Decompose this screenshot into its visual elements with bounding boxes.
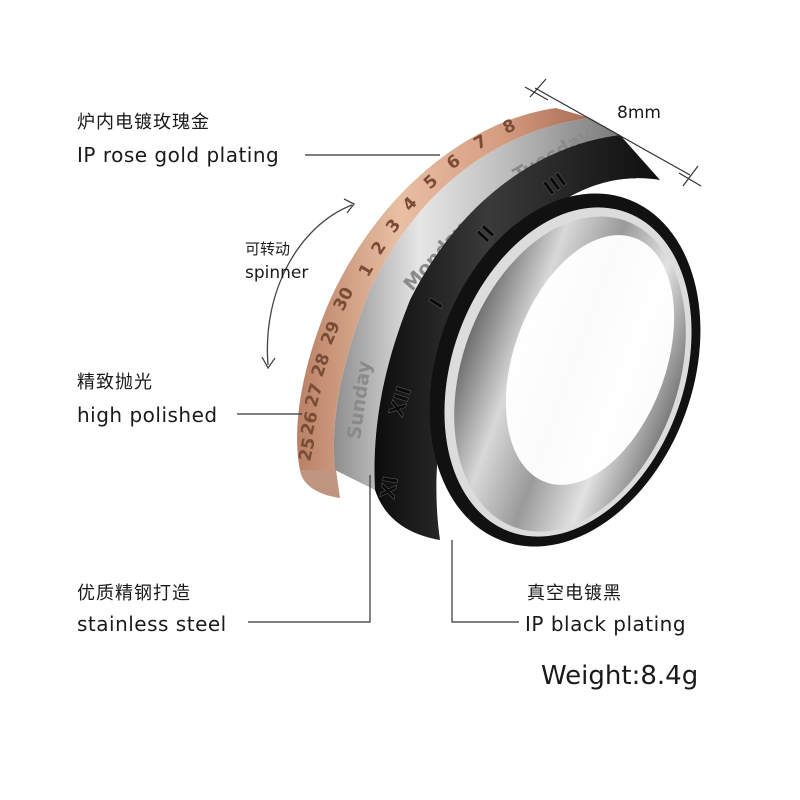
polished-label-en: high polished: [77, 403, 218, 427]
ring-opening: [429, 193, 701, 547]
steel-label-en: stainless steel: [77, 612, 227, 636]
spinner-label-en: spinner: [245, 263, 309, 283]
steel-label-cn: 优质精钢打造: [77, 583, 191, 604]
spinner-arrow: [261, 198, 355, 370]
roman-numeral: XI: [375, 474, 403, 501]
rose-gold-label-en: IP rose gold plating: [77, 143, 280, 167]
polished-label-cn: 精致抛光: [77, 372, 153, 393]
rose-gold-label-cn: 炉内电镀玫瑰金: [77, 112, 210, 133]
gold-numbers: 25 26 27 28 29 30 1 2 3 4 5 6 7 8: [295, 115, 519, 463]
gold-number: 25: [295, 436, 319, 463]
rose-gold-band: 25 26 27 28 29 30 1 2 3 4 5 6 7 8: [295, 108, 590, 470]
width-label: 8mm: [617, 103, 661, 123]
black-label-en: IP black plating: [525, 612, 687, 636]
black-band: XI XII I II III: [374, 135, 660, 540]
weight-label: Weight:8.4g: [541, 661, 699, 691]
black-label-cn: 真空电镀黑: [527, 583, 622, 604]
spinner-label-cn: 可转动: [245, 240, 291, 258]
annotation-lines: [237, 78, 702, 623]
